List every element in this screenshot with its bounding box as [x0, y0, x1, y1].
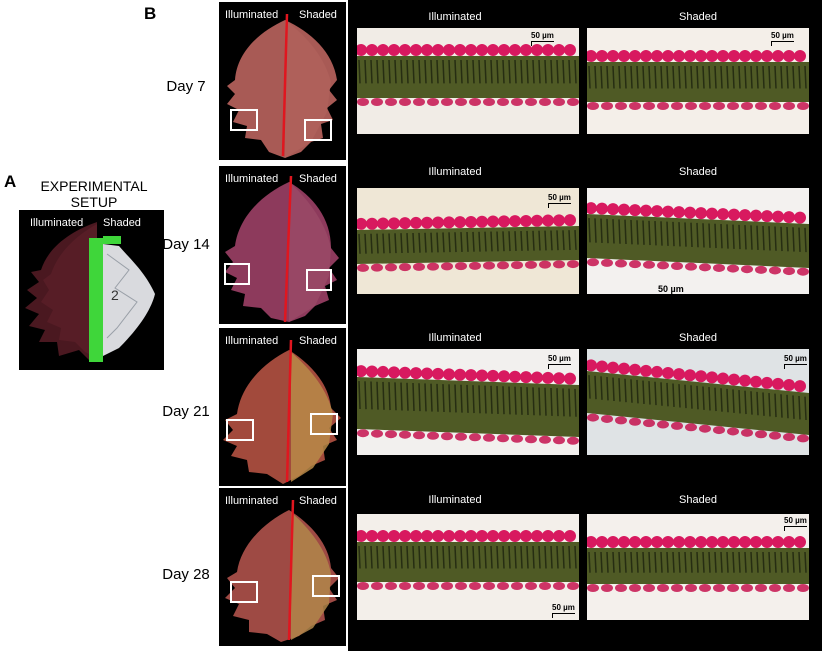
day-label-21: Day 21 — [162, 403, 210, 420]
leaf-illustration — [223, 339, 341, 484]
col-head-illuminated-7: Illuminated — [428, 11, 482, 23]
leaf-photo-day-28: Illuminated Shaded — [219, 488, 346, 646]
scale-bar: 50 µm — [784, 516, 807, 527]
setup-photo: 2 Illuminated Shaded — [19, 210, 164, 370]
day-label-7: Day 7 — [166, 78, 206, 95]
cross-section-drawing — [587, 28, 809, 134]
col-head-shaded-28: Shaded — [679, 494, 717, 506]
leaf-illuminated-label: Illuminated — [225, 495, 279, 507]
micrograph-shaded-day-21 — [587, 349, 809, 455]
leaf-shaded-label: Shaded — [299, 173, 337, 185]
scale-bar: 50 µm — [548, 193, 571, 204]
micrograph-shaded-day-28 — [587, 514, 809, 620]
leaf-illuminated-label: Illuminated — [225, 173, 279, 185]
cross-section-drawing — [587, 188, 809, 294]
col-head-shaded-14: Shaded — [679, 166, 717, 178]
scale-bar: 50 µm — [771, 31, 794, 42]
leaf-illuminated-label: Illuminated — [225, 335, 279, 347]
leaf-illustration — [224, 175, 339, 323]
leaf-shaded-label: Shaded — [299, 495, 337, 507]
leaf-illustration — [225, 499, 340, 642]
col-head-illuminated-21: Illuminated — [428, 332, 482, 344]
leaf-illuminated-label: Illuminated — [225, 9, 279, 21]
leaf-photo-day-14: Illuminated Shaded — [219, 166, 346, 324]
cross-section-drawing — [587, 349, 809, 455]
micrograph-illuminated-day-28 — [357, 514, 579, 620]
scale-bar: 50 µm — [784, 354, 807, 365]
col-head-illuminated-14: Illuminated — [428, 166, 482, 178]
cross-section-drawing — [357, 188, 579, 294]
micrograph-illuminated-day-7 — [357, 28, 579, 134]
leaf-shaded-label: Shaded — [299, 335, 337, 347]
leaf-photo-day-7: Illuminated Shaded — [219, 2, 346, 160]
cross-section-drawing — [357, 28, 579, 134]
setup-title-line2: SETUP — [70, 194, 118, 210]
micrograph-shaded-day-7 — [587, 28, 809, 134]
col-head-shaded-21: Shaded — [679, 332, 717, 344]
leaf-illustration — [227, 13, 337, 158]
micrograph-illuminated-day-14 — [357, 188, 579, 294]
leaf-shaded-label: Shaded — [299, 9, 337, 21]
setup-title-line1: EXPERIMENTAL — [40, 178, 148, 194]
scale-bar: 50 µm — [531, 31, 554, 42]
setup-illuminated-label: Illuminated — [30, 217, 84, 229]
panel-a-letter: A — [4, 172, 17, 191]
micrograph-illuminated-day-21 — [357, 349, 579, 455]
cross-section-drawing — [357, 349, 579, 455]
svg-text:2: 2 — [111, 287, 119, 303]
col-head-illuminated-28: Illuminated — [428, 494, 482, 506]
cross-section-drawing — [357, 514, 579, 620]
panel-b-letter: B — [144, 4, 157, 23]
scale-bar: 50 µm — [658, 284, 684, 296]
setup-title: EXPERIMENTAL SETUP — [24, 178, 164, 210]
micrograph-shaded-day-14 — [587, 188, 809, 294]
setup-shaded-label: Shaded — [103, 217, 141, 229]
setup-leaf-illustration: 2 — [25, 222, 155, 362]
leaf-photo-day-21: Illuminated Shaded — [219, 328, 346, 486]
day-label-28: Day 28 — [162, 566, 210, 583]
day-label-14: Day 14 — [162, 236, 210, 253]
cross-section-drawing — [587, 514, 809, 620]
scale-bar: 50 µm — [552, 603, 575, 614]
col-head-shaded-7: Shaded — [679, 11, 717, 23]
scale-bar: 50 µm — [548, 354, 571, 365]
